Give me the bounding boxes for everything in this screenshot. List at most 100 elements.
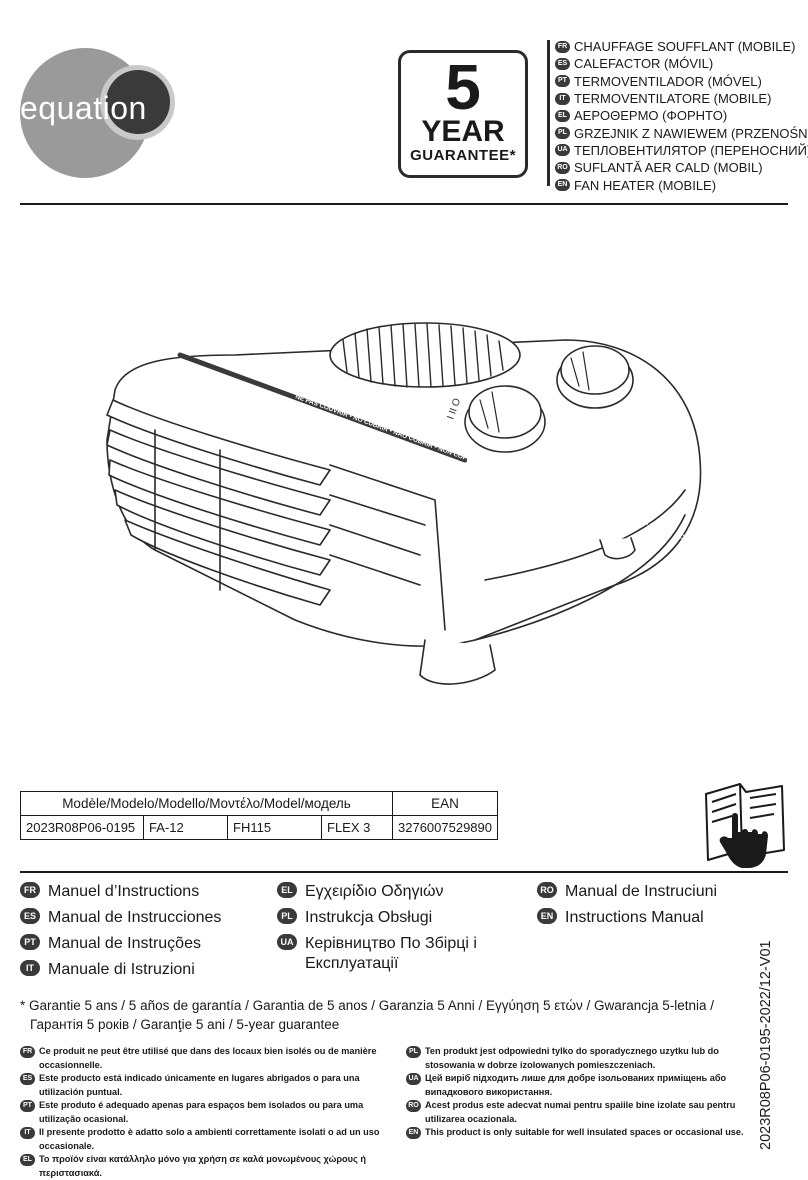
manual-title: RO Manual de Instruciuni (537, 882, 717, 902)
product-title: CALEFACTOR (MÓVIL) (574, 56, 714, 72)
manual-title-text: Instrukcja Obsługi (305, 909, 433, 926)
lang-badge: IT (20, 960, 40, 976)
lang-badge: EL (555, 109, 570, 122)
logo-circle-dark (106, 70, 170, 134)
usage-warning-text: Ce produit ne peut être utilisé que dans… (39, 1046, 377, 1070)
product-title: TERMOVENTILATORE (MOBILE) (574, 91, 772, 107)
manual-title: FR Manuel d’Instructions (20, 882, 199, 902)
usage-warning-text: Ten produkt jest odpowiedni tylko do spo… (425, 1046, 719, 1070)
lang-badge: ES (20, 1073, 35, 1085)
lang-badge: PL (555, 127, 570, 140)
lang-badge: FR (20, 882, 40, 898)
lang-badge: EN (537, 908, 557, 924)
product-title: TERMOVENTILADOR (MÓVEL) (574, 73, 762, 89)
product-titles: FR CHAUFFAGE SOUFFLANT (MOBILE) ES CALEFAC… (555, 38, 808, 194)
lang-badge: RO (537, 882, 557, 898)
lang-badge: ES (555, 57, 570, 70)
lang-badge: PT (20, 1100, 35, 1112)
product-title-row: ES CALEFACTOR (MÓVIL) (555, 55, 805, 72)
product-title: ΑΕΡΟΘΕΡΜΟ (ΦΟΡΗΤΟ) (574, 108, 728, 124)
lang-badge: UA (406, 1073, 421, 1085)
lang-badge: PL (277, 908, 297, 924)
product-title-row: UA ТЕПЛОВЕНТИЛЯТОР (ПЕРЕНОСНИЙ) (555, 142, 808, 159)
lang-badge: EN (555, 179, 570, 192)
usage-warning: PL Ten produkt jest odpowiedni tylko do s… (406, 1045, 766, 1072)
lang-badge: EL (277, 882, 297, 898)
lang-badge: ES (20, 908, 40, 924)
top-divider (20, 203, 788, 205)
usage-warning: PT Este produto é adequado apenas para es… (20, 1099, 400, 1126)
model-cell: FA-12 (143, 815, 228, 840)
model-cell: FH115 (227, 815, 322, 840)
lang-badge: IT (555, 92, 570, 105)
product-title-row: PT TERMOVENTILADOR (MÓVEL) (555, 73, 805, 90)
guarantee-line-2: Гарантія 5 років / Garanţie 5 ani / 5-ye… (30, 1017, 340, 1032)
document-reference: 2023R08P06-0195-2022/12-V01 (758, 920, 788, 1160)
model-header: Modèle/Modelo/Modello/Μοντέλο/Model/моде… (20, 791, 393, 816)
product-title-row: FR CHAUFFAGE SOUFFLANT (MOBILE) (555, 38, 805, 55)
ean-header: EAN (392, 791, 498, 816)
manual-title: ES Manual de Instrucciones (20, 908, 221, 928)
manual-title: EL Εγχειρίδιο Οδηγιών (277, 882, 444, 902)
usage-warnings-right: PL Ten produkt jest odpowiedni tylko do s… (406, 1045, 766, 1140)
ean-cell: 3276007529890 (392, 815, 498, 840)
lang-badge: PT (555, 75, 570, 88)
product-title-row: EL ΑΕΡΟΘΕΡΜΟ (ΦΟΡΗΤΟ) (555, 107, 805, 124)
lang-badge: FR (555, 40, 570, 53)
guarantee-year: YEAR (421, 115, 505, 148)
product-title: CHAUFFAGE SOUFFLANT (MOBILE) (574, 39, 796, 55)
model-table: Modèle/Modelo/Modello/Μοντέλο/Model/моде… (20, 791, 498, 840)
titles-divider (547, 40, 550, 186)
usage-warning: EL Το προϊόν είναι κατάλληλο μόνο για χρή… (20, 1153, 400, 1180)
usage-warning-text: Цей виріб підходить лише для добре ізоль… (425, 1073, 727, 1097)
manual-title-text: Manual de Instrucciones (48, 909, 222, 926)
usage-warning-text: Το προϊόν είναι κατάλληλο μόνο για χρήση… (39, 1154, 366, 1178)
lang-badge: RO (555, 161, 570, 174)
product-title-row: PL GRZEJNIK Z NAWIEWEM (PRZENOŚNY) (555, 124, 808, 141)
guarantee-label: GUARANTEE* (410, 147, 516, 164)
model-table-header: Modèle/Modelo/Modello/Μοντέλο/Model/моде… (20, 791, 498, 816)
product-title: FAN HEATER (MOBILE) (574, 177, 717, 193)
product-title: GRZEJNIK Z NAWIEWEM (PRZENOŚNY) (574, 125, 808, 141)
mid-divider (20, 871, 788, 873)
brand-logo: equation (20, 40, 180, 180)
manual-title-text: Εγχειρίδιο Οδηγιών (305, 883, 444, 900)
logo-wordmark: equation (20, 90, 147, 126)
usage-warning-text: Este produto é adequado apenas para espa… (39, 1100, 364, 1124)
usage-warning: UA Цей виріб підходить лише для добре ізо… (406, 1072, 766, 1099)
lang-badge: PT (20, 934, 40, 950)
usage-warning-text: Il presente prodotto è adatto solo a amb… (39, 1127, 380, 1151)
usage-warning-text: Este producto está indicado únicamente e… (39, 1073, 360, 1097)
lang-badge: PL (406, 1046, 421, 1058)
fan-heater-illustration: NE PAS COUVRIR • NO CUBRIR • NÃO COBRIR … (106, 322, 702, 685)
product-title: ТЕПЛОВЕНТИЛЯТОР (ПЕРЕНОСНИЙ) (574, 142, 808, 158)
lang-badge: UA (555, 144, 570, 157)
manual-title-text: Manuel d’Instructions (48, 883, 200, 900)
usage-warning-text: Acest produs este adecvat numai pentru s… (425, 1100, 736, 1124)
lang-badge: EL (20, 1154, 35, 1166)
guarantee-footnote: * Garantie 5 ans / 5 años de garantía / … (20, 996, 760, 1034)
manual-title-text: Manual de Instruções (48, 935, 201, 952)
guarantee-badge: 5 YEAR GUARANTEE* (398, 50, 528, 178)
product-title-row: IT TERMOVENTILATORE (MOBILE) (555, 90, 805, 107)
lang-badge: RO (406, 1100, 421, 1112)
manual-title-text: Manual de Instruciuni (565, 883, 718, 900)
usage-warning: ES Este producto está indicado únicamente… (20, 1072, 400, 1099)
reference-cell: 2023R08P06-0195 (20, 815, 144, 840)
product-title: SUFLANTĂ AER CALD (MOBIL) (574, 160, 763, 176)
lang-badge: UA (277, 934, 297, 950)
manual-title: PL Instrukcja Obsługi (277, 908, 432, 928)
manual-title-text: Керівництво По Збірці і Експлуатації (305, 935, 477, 972)
usage-warning: RO Acest produs este adecvat numai pentru… (406, 1099, 766, 1126)
guarantee-line-1: * Garantie 5 ans / 5 años de garantía / … (20, 998, 715, 1013)
product-title-row: EN FAN HEATER (MOBILE) (555, 176, 805, 193)
read-manual-icon (705, 783, 785, 868)
product-title-row: RO SUFLANTĂ AER CALD (MOBIL) (555, 159, 805, 176)
model-table-row: 2023R08P06-0195 FA-12 FH115 FLEX 3 32760… (20, 815, 498, 840)
guarantee-number: 5 (445, 51, 481, 123)
